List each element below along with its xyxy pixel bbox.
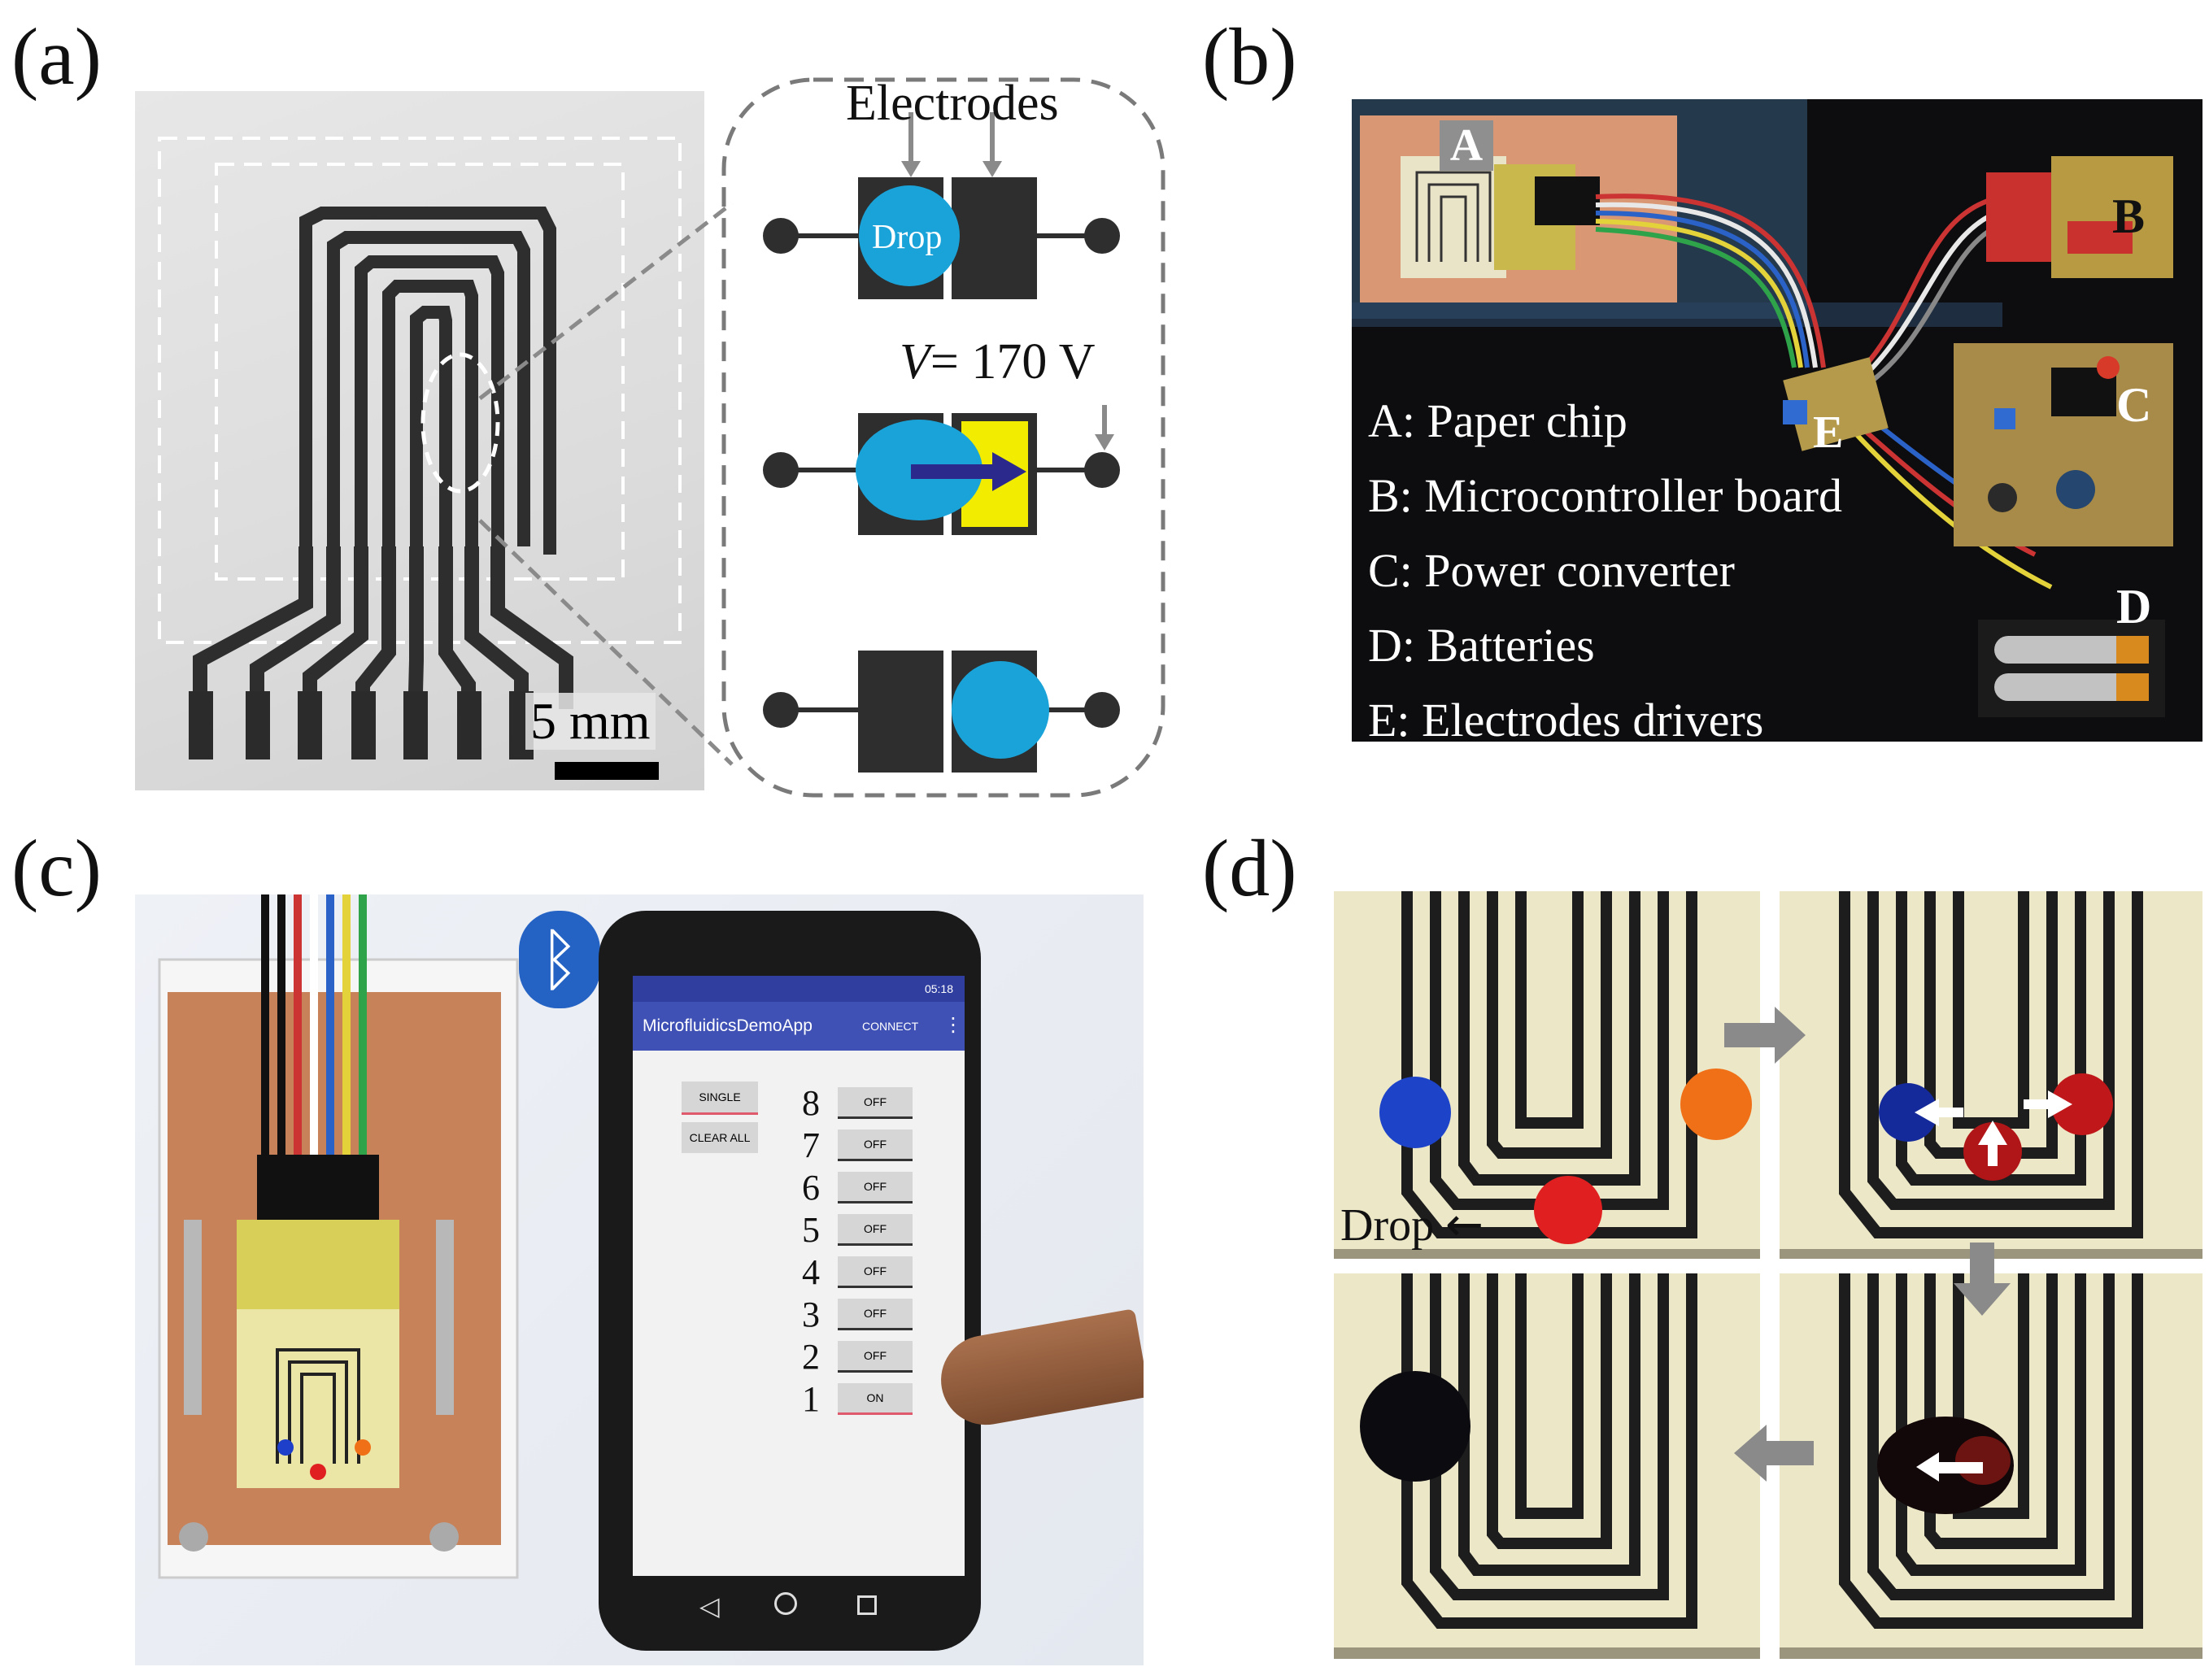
panel-label-c: (c) xyxy=(11,823,102,913)
electrodes-label: Electrodes xyxy=(846,76,1059,131)
channel-toggle-button[interactable]: ON xyxy=(838,1382,913,1415)
voltage-value: = 170 V xyxy=(930,334,1096,390)
channel-number: 4 xyxy=(802,1251,820,1292)
scale-bar xyxy=(555,762,659,780)
drop-label: Drop xyxy=(872,219,943,256)
bluetooth-icon: ᛒ xyxy=(519,911,600,1008)
channel-row: 6 OFF xyxy=(802,1166,948,1208)
tag-d: D xyxy=(2116,580,2152,633)
panel-label-a: (a) xyxy=(11,11,102,102)
channel-number: 3 xyxy=(802,1294,820,1334)
channel-number: 8 xyxy=(802,1082,820,1123)
tag-e: E xyxy=(1813,407,1844,458)
panel-d-frame-2 xyxy=(1780,891,2202,1259)
tag-a: A xyxy=(1440,120,1493,171)
left-arrow-icon: ← xyxy=(1445,1199,1484,1251)
channel-toggle-button[interactable]: OFF xyxy=(838,1340,913,1373)
panel-b-hardware-photo: A B C D E A: Paper chip B: Microcontroll… xyxy=(1352,99,2202,742)
clear-all-button[interactable]: CLEAR ALL xyxy=(682,1122,758,1153)
flow-arrow-down-icon xyxy=(1954,1243,2011,1316)
panel-c-photo: ᛒ 05:18 MicrofluidicsDemoApp CONNECT ⋮ S… xyxy=(135,894,1144,1665)
nav-recents-icon[interactable] xyxy=(857,1595,877,1615)
hardware-illustration xyxy=(1352,99,2173,717)
channel-row: 4 OFF xyxy=(802,1251,948,1293)
channel-number: 7 xyxy=(802,1125,820,1165)
panel-d-frame-1: Drop ← xyxy=(1334,891,1760,1259)
paper-chip-electrode-pattern xyxy=(158,137,682,780)
channel-toggle-button[interactable]: OFF xyxy=(838,1213,913,1246)
single-button[interactable]: SINGLE xyxy=(682,1082,758,1115)
channel-row: 8 OFF xyxy=(802,1082,948,1124)
nav-home-icon[interactable] xyxy=(774,1592,797,1615)
scale-bar-label: 5 mm xyxy=(525,692,656,751)
channel-number: 5 xyxy=(802,1209,820,1250)
voltage-label: V= 170 V xyxy=(900,333,1096,391)
electrode-pattern-frame-4 xyxy=(1780,1273,2202,1659)
flow-arrow-right-icon xyxy=(1724,1007,1806,1064)
channel-number: 2 xyxy=(802,1336,820,1377)
status-time: 05:18 xyxy=(924,982,953,995)
panel-d-frame-4 xyxy=(1780,1273,2202,1659)
status-bar: 05:18 xyxy=(633,976,965,1002)
flow-arrow-left-icon xyxy=(1734,1425,1814,1482)
panel-label-d: (d) xyxy=(1202,823,1297,913)
channel-number: 6 xyxy=(802,1167,820,1208)
electrowetting-schematic xyxy=(721,77,1165,798)
channel-number: 1 xyxy=(802,1378,820,1419)
channel-row: 1 ON xyxy=(802,1378,948,1420)
phone-screen: 05:18 MicrofluidicsDemoApp CONNECT ⋮ SIN… xyxy=(633,976,965,1576)
drop-label-d-text: Drop xyxy=(1340,1200,1435,1251)
channel-toggle-button[interactable]: OFF xyxy=(838,1256,913,1288)
legend-item-a: A: Paper chip xyxy=(1368,394,1627,447)
schematic-row-1 xyxy=(763,177,1120,299)
hardware-legend: A: Paper chip B: Microcontroller board C… xyxy=(1368,384,1842,742)
smartphone: 05:18 MicrofluidicsDemoApp CONNECT ⋮ SIN… xyxy=(599,911,981,1651)
chip-board-illustration xyxy=(158,894,519,1579)
channel-toggle-button[interactable]: OFF xyxy=(838,1298,913,1330)
channel-row: 3 OFF xyxy=(802,1293,948,1335)
tag-c: C xyxy=(2116,378,2152,432)
channel-toggle-button[interactable]: OFF xyxy=(838,1086,913,1119)
drop-circle xyxy=(859,185,960,286)
app-title: MicrofluidicsDemoApp xyxy=(643,1016,813,1035)
drop-label-d: Drop ← xyxy=(1340,1199,1484,1251)
electrode-pattern-frame-1 xyxy=(1334,891,1760,1259)
channel-row: 5 OFF xyxy=(802,1208,948,1251)
voltage-variable: V xyxy=(900,334,930,390)
legend-item-c: C: Power converter xyxy=(1368,544,1735,597)
nav-back-icon[interactable]: ◁ xyxy=(699,1591,720,1621)
panel-label-b: (b) xyxy=(1202,11,1297,102)
panel-a-chip-photo: 5 mm xyxy=(135,91,704,790)
app-bar: MicrofluidicsDemoApp CONNECT ⋮ xyxy=(633,1002,965,1051)
panel-d-frame-3 xyxy=(1334,1273,1760,1659)
tag-b: B xyxy=(2112,189,2146,243)
motion-arrow xyxy=(992,452,1026,491)
electrode-pattern-frame-3 xyxy=(1334,1273,1760,1659)
channel-row: 2 OFF xyxy=(802,1335,948,1378)
legend-item-b: B: Microcontroller board xyxy=(1368,469,1843,522)
channel-toggle-button[interactable]: OFF xyxy=(838,1129,913,1161)
schematic-row-3 xyxy=(763,651,1120,773)
legend-item-d: D: Batteries xyxy=(1368,619,1595,672)
connect-button[interactable]: CONNECT xyxy=(862,1020,919,1033)
channel-toggle-button[interactable]: OFF xyxy=(838,1171,913,1203)
overflow-menu-icon[interactable]: ⋮ xyxy=(943,1014,963,1036)
channel-row: 7 OFF xyxy=(802,1124,948,1166)
legend-item-e: E: Electrodes drivers xyxy=(1368,694,1764,742)
schematic-row-2 xyxy=(763,405,1120,535)
electrode-pattern-frame-2 xyxy=(1780,891,2202,1259)
zoom-callout-lines xyxy=(478,202,734,766)
